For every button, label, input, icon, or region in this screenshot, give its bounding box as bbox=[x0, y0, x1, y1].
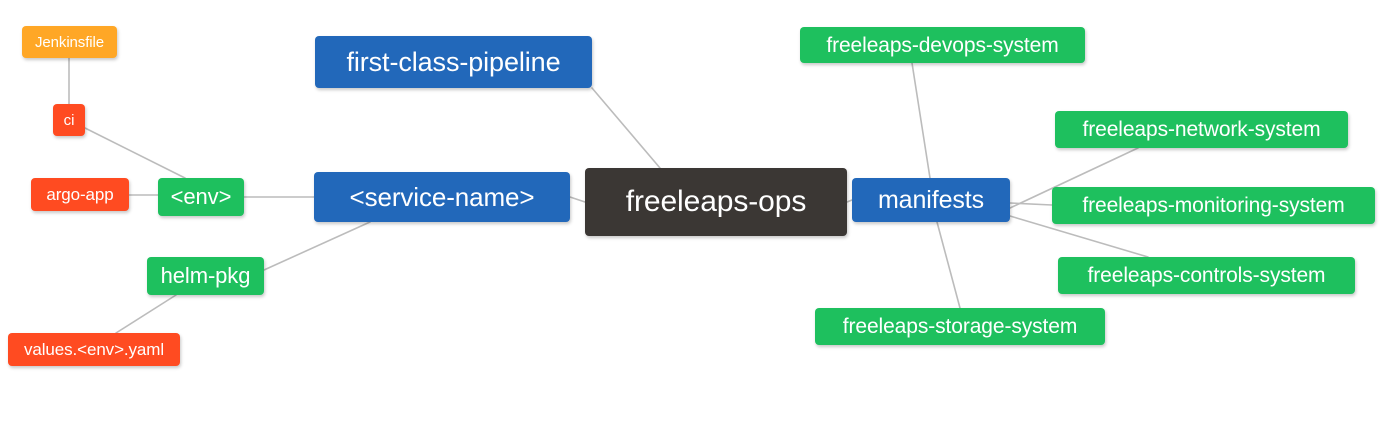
node-env[interactable]: <env> bbox=[158, 178, 244, 216]
edge-manifests-to-monitoring-system bbox=[1009, 202, 1053, 206]
node-label-freeleaps-ops: freeleaps-ops bbox=[625, 185, 807, 218]
node-helm-pkg[interactable]: helm-pkg bbox=[147, 257, 264, 295]
edge-freeleaps-ops-to-service-name bbox=[569, 196, 586, 203]
node-label-first-class-pipeline: first-class-pipeline bbox=[346, 46, 561, 77]
edge-service-name-to-helm-pkg bbox=[263, 221, 371, 271]
node-label-storage-system: freeleaps-storage-system bbox=[842, 315, 1078, 338]
edge-freeleaps-ops-to-first-class-pipeline bbox=[591, 87, 661, 169]
edge-manifests-to-storage-system bbox=[936, 221, 961, 309]
node-first-class-pipeline[interactable]: first-class-pipeline bbox=[315, 36, 592, 88]
node-label-manifests: manifests bbox=[877, 185, 985, 214]
node-label-jenkinsfile: Jenkinsfile bbox=[35, 33, 104, 51]
node-controls-system[interactable]: freeleaps-controls-system bbox=[1058, 257, 1355, 294]
node-network-system[interactable]: freeleaps-network-system bbox=[1055, 111, 1348, 148]
node-label-ci: ci bbox=[63, 111, 75, 129]
node-label-network-system: freeleaps-network-system bbox=[1082, 118, 1321, 141]
node-values-yaml[interactable]: values.<env>.yaml bbox=[8, 333, 180, 366]
node-monitoring-system[interactable]: freeleaps-monitoring-system bbox=[1052, 187, 1375, 224]
node-label-devops-system: freeleaps-devops-system bbox=[826, 33, 1059, 57]
node-freeleaps-ops[interactable]: freeleaps-ops bbox=[585, 168, 847, 236]
edge-manifests-to-devops-system bbox=[911, 62, 931, 179]
node-label-argo-app: argo-app bbox=[46, 185, 114, 204]
node-label-monitoring-system: freeleaps-monitoring-system bbox=[1082, 194, 1345, 217]
edge-helm-pkg-to-values-yaml bbox=[115, 294, 177, 334]
node-ci[interactable]: ci bbox=[53, 104, 85, 136]
node-service-name[interactable]: <service-name> bbox=[314, 172, 570, 222]
node-label-env: <env> bbox=[170, 184, 232, 209]
node-argo-app[interactable]: argo-app bbox=[31, 178, 129, 211]
node-manifests[interactable]: manifests bbox=[852, 178, 1010, 222]
node-label-helm-pkg: helm-pkg bbox=[160, 263, 251, 288]
node-storage-system[interactable]: freeleaps-storage-system bbox=[815, 308, 1105, 345]
node-label-controls-system: freeleaps-controls-system bbox=[1087, 264, 1326, 287]
node-label-values-yaml: values.<env>.yaml bbox=[23, 340, 165, 359]
node-jenkinsfile[interactable]: Jenkinsfile bbox=[22, 26, 117, 58]
node-devops-system[interactable]: freeleaps-devops-system bbox=[800, 27, 1085, 63]
node-label-service-name: <service-name> bbox=[349, 182, 535, 212]
edge-env-to-ci bbox=[84, 127, 186, 179]
